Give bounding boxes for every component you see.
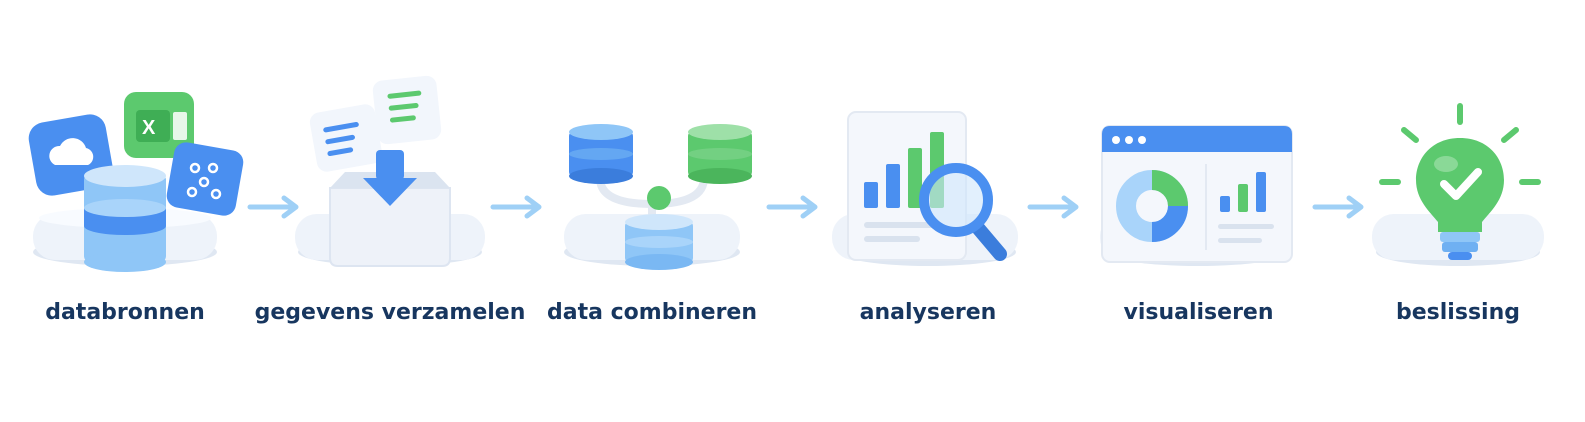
- step-gegevens-verzamelen: gegevens verzamelen: [255, 0, 525, 340]
- step-label: analyseren: [859, 300, 997, 325]
- bar-chart-icon: [1220, 172, 1266, 212]
- step-1-illustration: X: [28, 92, 244, 272]
- document-icon: [309, 104, 383, 172]
- step-label: beslissing: [1396, 300, 1520, 325]
- connector-icon: [596, 177, 708, 224]
- svg-text:X: X: [142, 117, 156, 139]
- donut-chart-icon: [1116, 170, 1188, 242]
- lightbulb-icon: [1416, 138, 1504, 260]
- nodes-icon: [166, 142, 244, 216]
- arrow-4: [1026, 194, 1082, 220]
- step-4-illustration: [832, 111, 1018, 266]
- step-label: gegevens verzamelen: [254, 300, 526, 325]
- step-label: data combineren: [547, 300, 757, 325]
- arrow-3: [765, 194, 821, 220]
- arrow-1: [246, 194, 302, 220]
- arrow-5: [1311, 194, 1367, 220]
- step-label: databronnen: [45, 300, 205, 325]
- database-icon: [688, 124, 752, 184]
- excel-icon: X: [124, 92, 194, 158]
- database-icon: [84, 165, 166, 272]
- step-5-illustration: [1100, 125, 1293, 266]
- step-3-illustration: [564, 124, 752, 270]
- magnifier-icon: [919, 163, 1007, 261]
- download-arrow-icon: [363, 150, 417, 206]
- step-label: visualiseren: [1123, 300, 1274, 325]
- step-analyseren: analyseren: [828, 0, 1028, 340]
- step-beslissing: beslissing: [1368, 0, 1548, 340]
- database-icon: [625, 214, 693, 270]
- step-2-illustration: [295, 75, 485, 267]
- step-databronnen: X databronnen: [20, 0, 244, 340]
- lightbulb-rays: [1379, 103, 1541, 185]
- step-6-illustration: [1372, 103, 1544, 266]
- arrow-2: [489, 194, 545, 220]
- checkmark-icon: [1440, 168, 1482, 200]
- document-icon: [372, 75, 442, 145]
- step-visualiseren: visualiseren: [1096, 0, 1301, 340]
- database-icon: [569, 124, 633, 184]
- step-data-combineren: data combineren: [547, 0, 757, 340]
